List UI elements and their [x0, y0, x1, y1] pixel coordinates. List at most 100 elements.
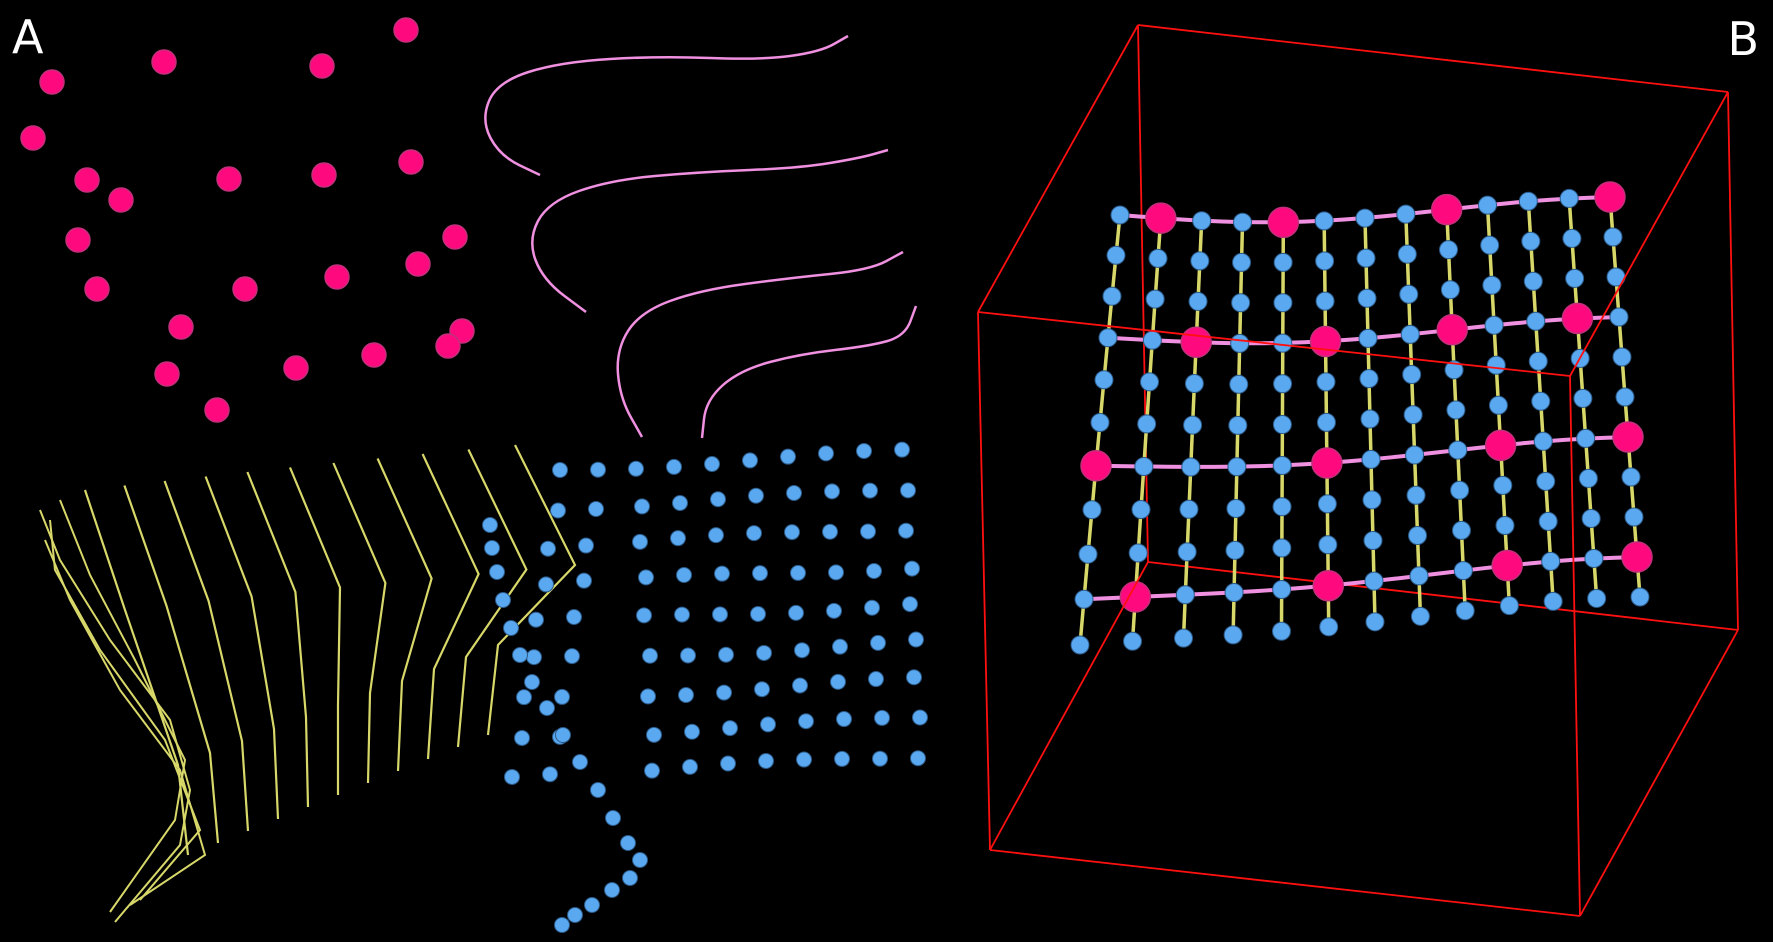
bounding-box-back — [1137, 24, 1739, 631]
blue-point — [720, 755, 736, 772]
surface-node — [1576, 428, 1596, 448]
surface-pink-node — [1430, 193, 1463, 226]
blue-point — [872, 750, 888, 767]
blue-point — [750, 605, 766, 622]
surface-node — [1410, 606, 1430, 626]
surface-node — [1359, 369, 1379, 389]
surface-node — [1137, 414, 1157, 434]
surface-node — [1478, 195, 1497, 215]
blue-point — [642, 647, 658, 664]
box-edge — [1727, 91, 1739, 631]
surface-node — [1273, 374, 1293, 394]
surface-node — [1316, 412, 1336, 432]
blue-point — [742, 452, 758, 469]
surface-node — [1224, 582, 1244, 602]
yellow-line — [486, 444, 577, 736]
blue-point — [680, 647, 696, 664]
pink-point — [65, 227, 91, 253]
surface-node — [1439, 240, 1459, 260]
box-edge — [1579, 629, 1739, 917]
surface-curve — [1119, 195, 1611, 225]
blue-point — [638, 569, 654, 586]
pink-point — [324, 264, 350, 290]
surface-node — [1272, 497, 1292, 517]
pink-point — [108, 187, 134, 213]
blue-point — [636, 607, 652, 624]
blue-point — [722, 720, 738, 737]
surface-node — [1148, 248, 1168, 268]
surface-node — [1482, 275, 1502, 295]
surface-node — [1175, 585, 1195, 605]
surface-node — [1444, 360, 1464, 380]
blue-point — [540, 540, 556, 557]
surface-pink-node — [1145, 202, 1177, 234]
surface-node — [1315, 291, 1335, 311]
surface-node — [1134, 456, 1154, 476]
surface-node — [1402, 365, 1422, 385]
panel-a-pink-points — [20, 17, 475, 423]
yellow-line — [421, 453, 480, 760]
pink-point — [151, 49, 177, 75]
surface-node — [1480, 235, 1500, 255]
surface-node — [1523, 271, 1543, 291]
box-edge — [977, 24, 1139, 313]
surface-node — [1521, 231, 1541, 251]
surface-node — [1356, 248, 1376, 268]
pink-point — [405, 251, 431, 277]
blue-point — [584, 897, 600, 913]
surface-node — [1403, 405, 1423, 425]
surface-pink-node — [1311, 447, 1343, 479]
blue-point — [590, 461, 606, 478]
surface-node — [1609, 307, 1629, 327]
blue-point — [588, 500, 604, 517]
blue-point — [754, 681, 770, 698]
blue-point — [524, 674, 540, 690]
blue-point — [912, 709, 928, 726]
blue-point — [504, 768, 520, 785]
surface-node — [1451, 520, 1471, 540]
pink-point — [154, 361, 180, 387]
surface-node — [1536, 471, 1556, 491]
surface-pink-node — [1180, 326, 1212, 359]
blue-point — [856, 443, 872, 460]
blue-point — [620, 835, 636, 851]
surface-node — [1230, 333, 1250, 353]
box-edge — [977, 311, 1571, 377]
surface-node — [1364, 571, 1384, 591]
blue-point — [512, 647, 528, 663]
surface-node — [1314, 211, 1334, 231]
yellow-line — [39, 509, 192, 923]
surface-node — [1225, 540, 1245, 560]
surface-node — [1518, 191, 1538, 211]
blue-point — [526, 649, 542, 666]
surface-node — [1408, 526, 1428, 546]
surface-curve — [1095, 435, 1629, 469]
surface-node — [1102, 286, 1122, 306]
surface-node — [1273, 333, 1293, 353]
blue-point — [528, 611, 544, 628]
surface-pink-node — [1561, 302, 1594, 335]
yellow-line — [288, 467, 342, 795]
pink-point — [39, 69, 65, 95]
surface-node — [1070, 635, 1090, 655]
surface-node — [1317, 494, 1337, 514]
panel-b-3d-surface — [977, 24, 1739, 917]
surface-node — [1106, 245, 1126, 265]
surface-node — [1123, 631, 1143, 651]
blue-point — [672, 495, 688, 512]
pink-point — [311, 162, 337, 188]
surface-curve — [1083, 555, 1638, 602]
pink-point — [398, 149, 424, 175]
surface-pink-curves — [1083, 195, 1638, 602]
yellow-line — [49, 519, 202, 901]
surface-node — [1142, 330, 1162, 350]
surface-node — [1409, 566, 1429, 586]
blue-point — [864, 599, 880, 616]
pink-point — [74, 167, 100, 193]
blue-point — [714, 565, 730, 582]
surface-node — [1630, 587, 1650, 607]
pink-point — [283, 355, 309, 381]
blue-point — [670, 530, 686, 547]
blue-point — [632, 533, 648, 550]
pink-point — [393, 17, 419, 43]
